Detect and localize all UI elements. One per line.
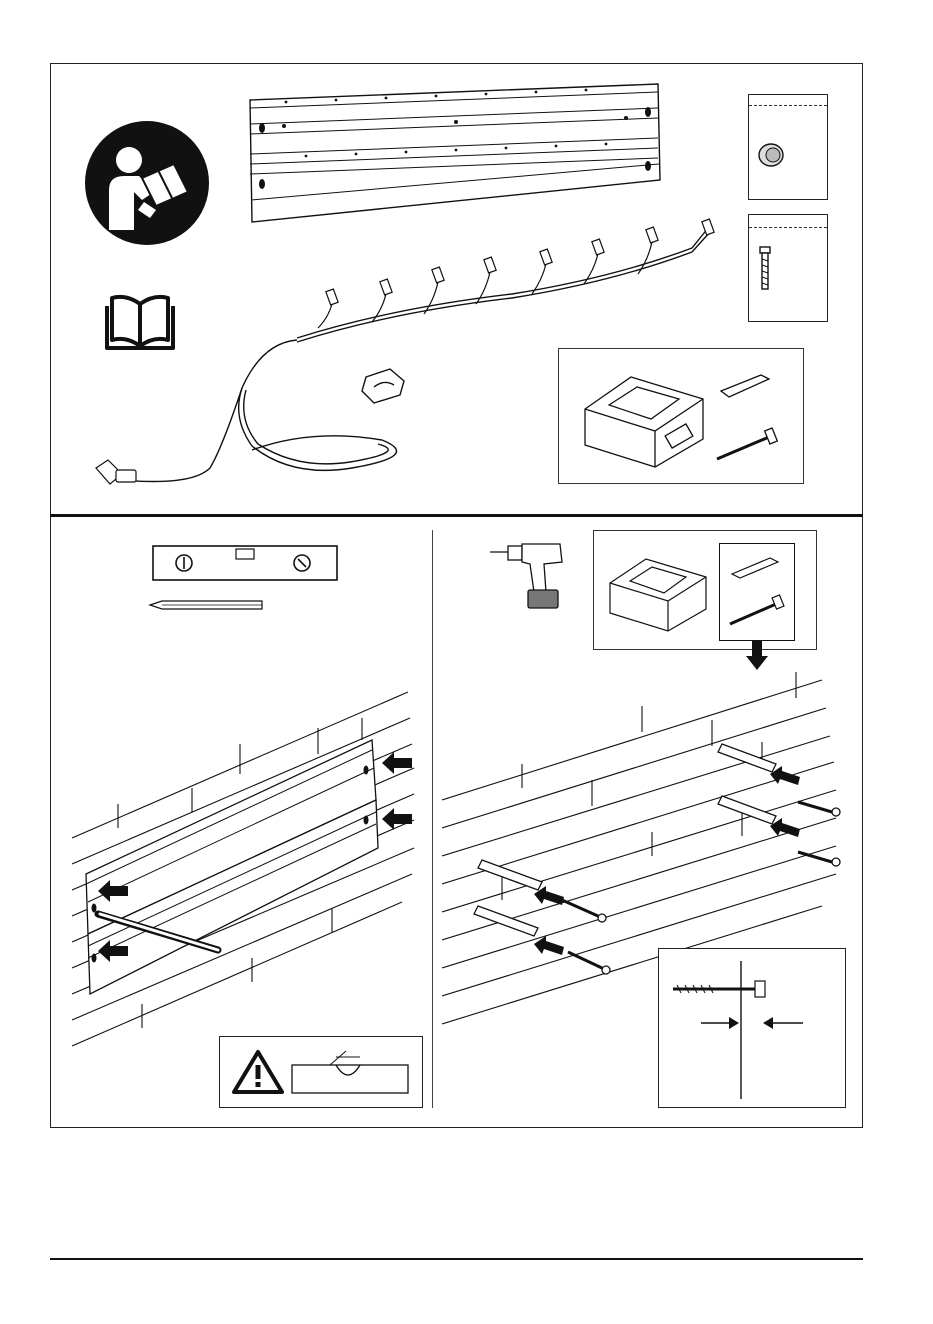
arrow-left-icon bbox=[534, 886, 564, 908]
level-warning-box bbox=[219, 1036, 423, 1108]
arrow-left-icon bbox=[98, 880, 128, 902]
arrow-left-icon bbox=[382, 752, 412, 774]
spirit-level-illustration bbox=[152, 545, 338, 581]
arrow-left-icon bbox=[534, 936, 564, 958]
long-screw-icon bbox=[713, 425, 783, 465]
end-cap-icon bbox=[753, 139, 789, 171]
fixings-inset bbox=[719, 543, 795, 641]
pencil-illustration bbox=[148, 598, 264, 612]
arrow-left-icon bbox=[382, 808, 412, 830]
arrow-left-icon bbox=[770, 818, 800, 840]
charger-kit-box-step bbox=[593, 530, 817, 650]
arrow-left-icon bbox=[98, 940, 128, 962]
wall-plug-icon bbox=[717, 369, 777, 399]
warning-triangle-icon bbox=[232, 1049, 284, 1095]
charger-kit-box bbox=[558, 348, 804, 484]
charger-icon bbox=[579, 369, 709, 469]
cap-bag bbox=[748, 94, 828, 200]
section-divider-vertical bbox=[432, 530, 433, 1108]
long-screw-icon bbox=[726, 594, 788, 628]
level-bubble-icon bbox=[290, 1045, 412, 1097]
screw-gap-detail bbox=[658, 948, 846, 1108]
footer-rule bbox=[50, 1258, 863, 1260]
screw-icon bbox=[755, 245, 775, 295]
wall-plug-icon bbox=[728, 552, 786, 580]
section-divider-horizontal bbox=[50, 514, 863, 517]
screw-bag bbox=[748, 214, 828, 322]
charger-icon bbox=[606, 553, 710, 633]
wall-rail-illustration bbox=[246, 82, 672, 224]
cordless-drill-illustration bbox=[490, 540, 566, 610]
arrow-left-icon bbox=[770, 766, 800, 788]
cable-clip-illustration bbox=[360, 365, 410, 405]
rail-mounting-scene bbox=[72, 688, 424, 1060]
